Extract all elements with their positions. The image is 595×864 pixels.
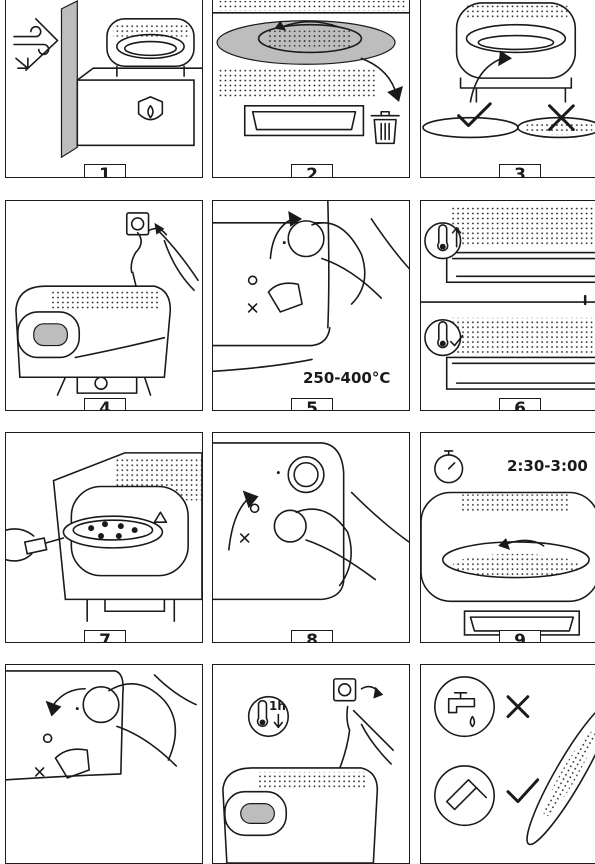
wall-socket-icon	[334, 679, 356, 701]
rotate-knob-arrow-icon	[229, 490, 259, 549]
step-1-panel: 1	[5, 0, 203, 178]
step-number: 3	[499, 164, 541, 178]
step-7-panel: 7	[5, 432, 203, 643]
step-number: 6	[499, 398, 541, 411]
step-5-panel: 250-400°C 5	[212, 200, 410, 411]
step-6-panel: 6	[420, 200, 595, 411]
tap-water-icon	[435, 677, 494, 736]
cooldown-time-label: 1h	[269, 699, 286, 713]
step-number: 2	[291, 164, 333, 178]
step-number: 4	[84, 398, 126, 411]
check-icon	[508, 780, 538, 802]
stopwatch-icon	[435, 451, 463, 483]
trash-bin-icon	[371, 112, 399, 144]
step-8-panel: 8	[212, 432, 410, 643]
step-10-panel: 10	[5, 664, 203, 864]
thermometer-up-icon	[425, 223, 461, 259]
step-11-panel: 1h 11	[212, 664, 410, 864]
step-9-panel: 2:30-3:00 9	[420, 432, 595, 643]
step-number: 7	[84, 630, 126, 643]
step-3-panel: 3	[420, 0, 595, 178]
step-number: 1	[84, 164, 126, 178]
cross-icon	[508, 697, 528, 717]
wall-socket-icon	[127, 213, 149, 235]
step-12-panel: 12	[420, 664, 595, 864]
step-4-panel: 4	[5, 200, 203, 411]
cooking-time-label: 2:30-3:00	[507, 457, 588, 475]
step-number: 5	[291, 398, 333, 411]
step-2-panel: 2	[212, 0, 410, 178]
rotate-knob-arrow-icon	[46, 689, 86, 717]
step-number: 8	[291, 630, 333, 643]
wind-icon	[14, 19, 58, 70]
step-number: 9	[499, 630, 541, 643]
check-icon	[459, 104, 491, 126]
temperature-range-label: 250-400°C	[303, 369, 390, 387]
brush-icon	[435, 766, 494, 825]
